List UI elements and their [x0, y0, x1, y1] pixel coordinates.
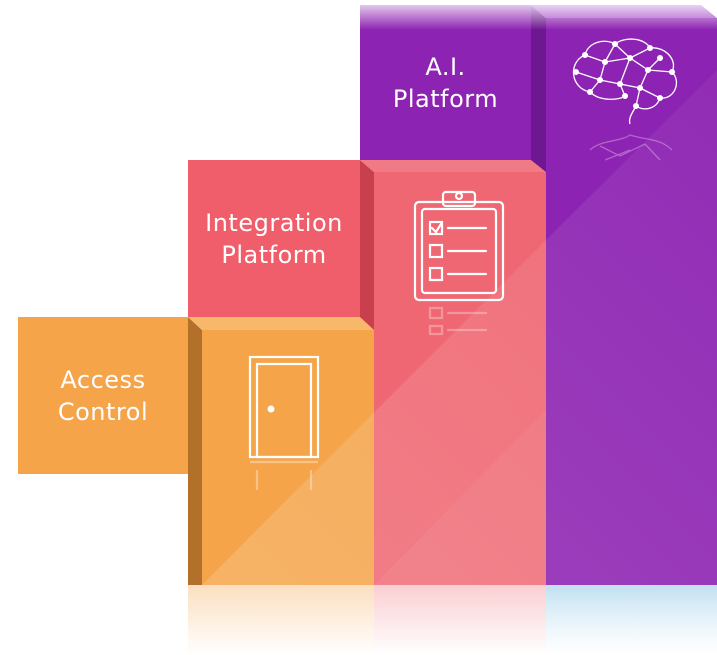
door-icon — [248, 355, 320, 490]
tier-label-access-control: Access Control — [18, 317, 188, 474]
glossy-sheen — [202, 70, 717, 585]
orange-tag-panel — [18, 317, 188, 474]
brain-network-icon — [572, 38, 677, 161]
red-tag-panel — [188, 160, 360, 317]
purple-tag-panel — [360, 5, 531, 160]
tier-label-text: Integration Platform — [205, 208, 343, 269]
red-column-top — [360, 160, 546, 172]
floor-reflection-red — [374, 585, 546, 655]
floor-reflection-orange — [188, 585, 374, 655]
clipboard-checklist-icon — [413, 190, 505, 336]
tier-label-text: A.I. Platform — [392, 52, 499, 113]
floor-reflection-blue — [546, 585, 717, 655]
tier-label-integration-platform: Integration Platform — [188, 160, 360, 317]
orange-column-top — [188, 317, 374, 330]
orange-column-side — [188, 317, 202, 585]
tier-label-text: Access Control — [57, 365, 149, 426]
tier-label-ai-platform: A.I. Platform — [360, 5, 531, 160]
